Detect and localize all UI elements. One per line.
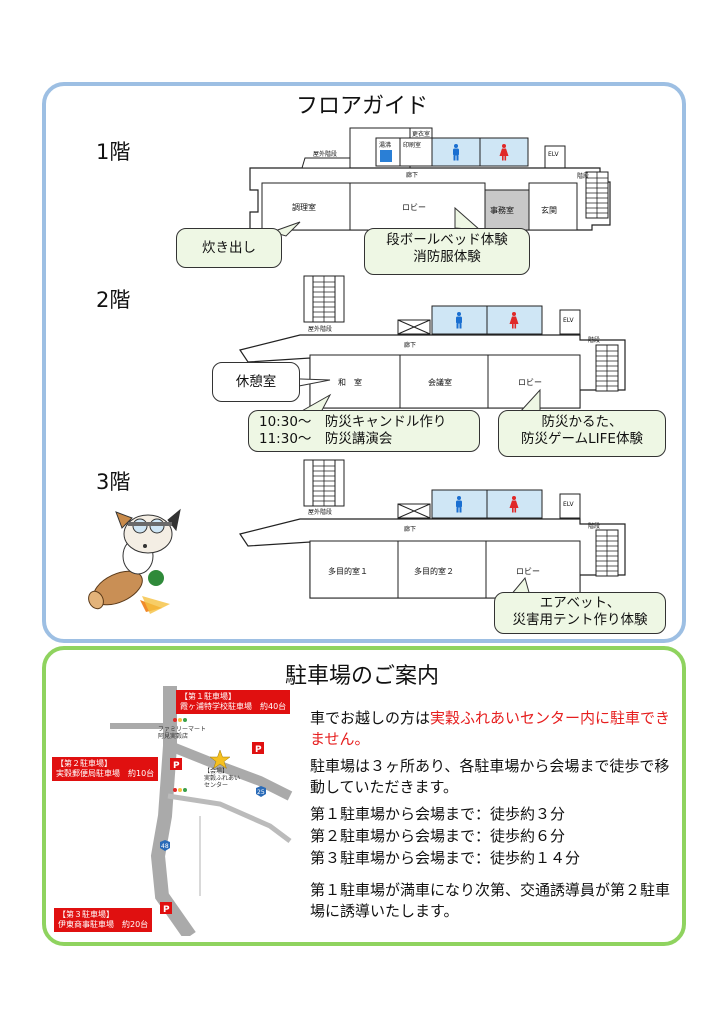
parking-notice-warning: 実穀ふれあいセンター内に駐車できません。 (310, 709, 671, 748)
lot2-p-icon (170, 758, 182, 770)
mascot-illustration (88, 508, 181, 614)
floor-1-label: 1階 (96, 140, 131, 164)
f2-outdoor-stairs-label: 屋外階段 (308, 325, 332, 333)
f3-multipurpose-1-label: 多目的室１ (328, 566, 368, 576)
parking-count-text: 駐車場は３ヶ所あり、各駐車場から会場まで徒歩で移動していただきます。 (310, 757, 670, 796)
route-25-text: 25 (257, 789, 265, 796)
floor-2-plan: 屋外階段 廊下 ELV 階段 和 室 会議室 ロビー (239, 275, 626, 409)
floor-1-plan: 屋外階段 湯沸 印刷室 更衣室 廊下 ELV 階段 調理室 ロビー 事務室 玄関 (249, 127, 611, 231)
callout-soup-kitchen: 炊き出し (176, 228, 282, 268)
route-48-text: 48 (161, 843, 169, 850)
lot3-label: 【第３駐車場】 伊東商事駐車場 約20台 (54, 908, 153, 932)
lot1-p-text: P (255, 745, 262, 755)
f2-meeting-room-label: 会議室 (428, 377, 452, 387)
f2-japanese-room-label: 和 室 (338, 377, 362, 387)
walk-time-3: 第３駐車場から会場まで：徒歩約１４分 (310, 849, 581, 867)
store-label: ファミリーマート 阿見実穀店 (158, 726, 207, 740)
f3-stairs-label: 階段 (588, 522, 600, 530)
lot2-p-text: P (173, 761, 180, 771)
lot3-p-icon (160, 902, 172, 914)
f1-print-room-label: 印刷室 (403, 141, 421, 149)
f2-stairs-label: 階段 (588, 336, 600, 344)
floor-guide-title: フロアガイド (295, 94, 428, 119)
callout-karuta-game: 防災かるた、 防災ゲームLIFE体験 (498, 410, 666, 457)
venue-star-icon (209, 749, 231, 770)
route-25-icon (256, 786, 266, 797)
callout-candle-lecture: 10:30～ 防災キャンドル作り 11:30～ 防災講演会 (248, 410, 480, 452)
f1-corridor-label: 廊下 (406, 171, 418, 179)
f1-cooking-room-label: 調理室 (292, 202, 316, 212)
floor-plans: 屋外階段 湯沸 印刷室 更衣室 廊下 ELV 階段 調理室 ロビー 事務室 玄関… (88, 127, 626, 614)
f3-elevator-label: ELV (563, 501, 574, 508)
f1-elevator-label: ELV (548, 151, 559, 158)
f1-lobby-label: ロビー (402, 203, 426, 212)
lot2-label: 【第２駐車場】 実穀郵便局駐車場 約10台 (52, 757, 159, 781)
callout-airbed-tent: エアベット、 災害用テント作り体験 (494, 592, 666, 634)
f3-corridor-label: 廊下 (404, 525, 416, 533)
f3-lobby-label: ロビー (516, 567, 540, 576)
f1-stairs-label: 階段 (577, 172, 589, 180)
walk-time-2: 第２駐車場から会場まで：徒歩約６分 (310, 827, 566, 845)
f3-outdoor-stairs-label: 屋外階段 (308, 508, 332, 516)
parking-notice-prefix: 車でお越しの方は (310, 709, 431, 727)
venue-label: 【会場】 実穀ふれあい センター (204, 768, 241, 789)
lot1-p-icon (252, 742, 264, 754)
f1-kitchenette-label: 湯沸 (379, 141, 391, 149)
lot3-p-text: P (163, 905, 170, 915)
floor-3-plan: 屋外階段 廊下 ELV 階段 多目的室１ 多目的室２ ロビー (239, 459, 626, 599)
f1-outdoor-stairs-label: 屋外階段 (313, 150, 337, 158)
walk-time-1: 第１駐車場から会場まで：徒歩約３分 (310, 805, 566, 823)
f2-corridor-label: 廊下 (404, 341, 416, 349)
floor-2-label: 2階 (96, 288, 131, 312)
lot1-label: 【第１駐車場】 霞ヶ浦特学校駐車場 約40台 (176, 690, 291, 714)
f1-changing-room-label: 更衣室 (412, 130, 430, 138)
f1-entrance-label: 玄関 (541, 205, 557, 215)
f3-multipurpose-2-label: 多目的室２ (414, 566, 454, 576)
parking-notice: 車でお越しの方は実穀ふれあいセンター内に駐車できません。 (310, 708, 672, 750)
callout-cardboard-bed: 段ボールベッド体験 消防服体験 (364, 228, 530, 275)
route-48-icon (160, 840, 170, 851)
f1-office-label: 事務室 (490, 205, 514, 215)
callout-rest-room: 休憩室 (212, 362, 300, 402)
floor-3-label: 3階 (96, 470, 131, 494)
parking-title: 駐車場のご案内 (284, 664, 439, 689)
f2-elevator-label: ELV (563, 317, 574, 324)
parking-map: P P P 25 48 (110, 686, 293, 936)
traffic-guide-text: 第１駐車場が満車になり次第、交通誘導員が第２駐車場に誘導いたします。 (310, 881, 671, 920)
f2-lobby-label: ロビー (518, 378, 542, 387)
